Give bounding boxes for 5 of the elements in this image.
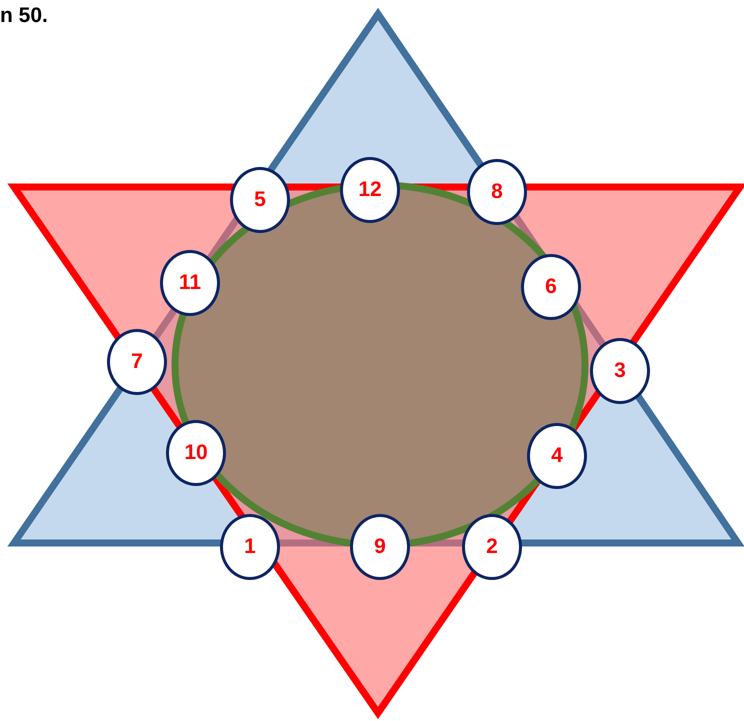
number-circle: 7 [107,329,167,395]
number-circle: 1 [220,514,280,580]
number-circle: 9 [350,514,410,580]
heading-fragment: n 50. [0,4,48,28]
number-circle: 11 [160,250,220,316]
